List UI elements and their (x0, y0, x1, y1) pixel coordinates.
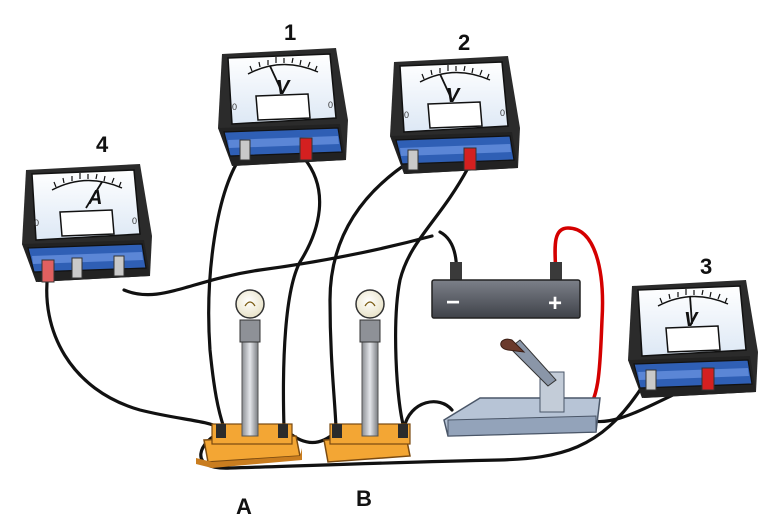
battery: − + (431, 262, 581, 319)
meter-4-symbol: A (87, 187, 102, 209)
positive-wire (553, 226, 605, 416)
lamp-b-terminal-right (398, 424, 408, 438)
lamp-a-terminal-left (216, 424, 226, 438)
zero-mark: 0 (404, 110, 409, 120)
zero-mark: 0 (34, 218, 39, 228)
knife-switch (443, 338, 601, 437)
lamp-b (323, 289, 411, 463)
terminal-positive (463, 147, 477, 171)
lamp-a (196, 289, 302, 468)
label-lamp-a: A (236, 494, 252, 519)
battery-positive-sign: + (548, 290, 562, 317)
terminal-negative (645, 369, 657, 391)
lamp-b-terminal-left (332, 424, 342, 438)
battery-terminal-positive (550, 262, 562, 284)
lamp-b-bulb (355, 289, 385, 319)
terminal-negative (41, 259, 55, 283)
needle (439, 73, 453, 101)
voltmeter-3: V (627, 279, 759, 399)
needle (269, 65, 283, 93)
needle (85, 181, 103, 209)
zero-mark: 0 (500, 108, 505, 118)
lamp-a-bulb (235, 289, 265, 319)
voltmeter-1: V 0 0 (217, 47, 349, 167)
label-meter-4: 4 (96, 132, 109, 157)
meter-2-symbol: V (446, 85, 461, 107)
battery-terminal-negative (450, 262, 462, 284)
terminal-negative (239, 139, 251, 161)
terminal-middle (71, 257, 83, 279)
label-meter-1: 1 (284, 20, 296, 45)
terminal-positive (299, 137, 313, 161)
battery-negative-sign: − (446, 289, 460, 316)
label-meter-3: 3 (700, 254, 712, 279)
zero-mark: 0 (328, 100, 333, 110)
voltmeter-2: V 0 0 (389, 55, 521, 175)
lamp-b-pole (361, 339, 379, 437)
lamp-a-pole (241, 339, 259, 437)
terminal-negative (407, 149, 419, 171)
terminal-right (113, 255, 125, 277)
meter-1-symbol: V (276, 77, 291, 99)
label-lamp-b: B (356, 486, 372, 511)
ammeter-4: A 0 0 (21, 163, 153, 283)
zero-mark: 0 (132, 216, 137, 226)
meter-3-symbol: V (684, 309, 699, 331)
needle (689, 295, 693, 325)
zero-mark: 0 (232, 102, 237, 112)
switch-handle (500, 338, 526, 353)
lamp-a-terminal-right (278, 424, 288, 438)
terminal-positive (701, 367, 715, 391)
label-meter-2: 2 (458, 30, 470, 55)
